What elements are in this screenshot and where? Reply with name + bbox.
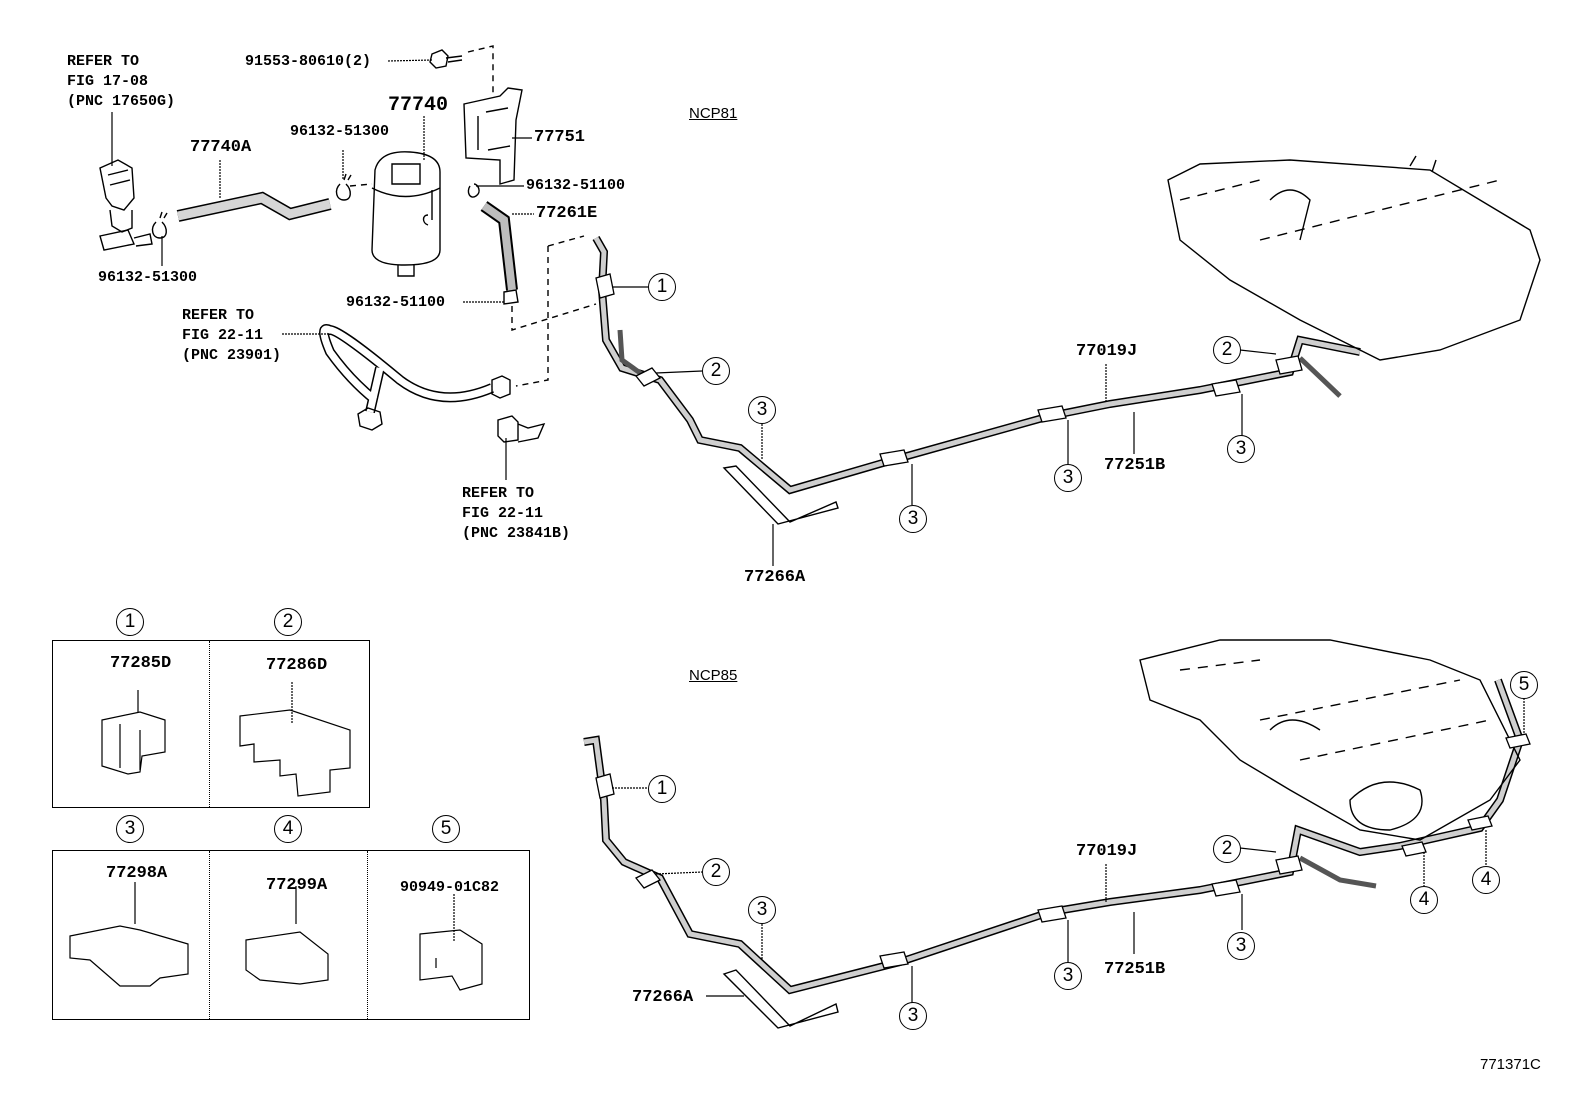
clamp-marks: [595, 273, 1531, 969]
clip-96132-51100-lower: [503, 289, 519, 305]
part-label-return-tube-ncp81[interactable]: 77251B: [1104, 456, 1166, 475]
ref-clamp-line1: REFER TO: [462, 485, 535, 502]
legend-part-4[interactable]: 77299A: [266, 876, 328, 895]
figure-id: 771371C: [1480, 1056, 1541, 1073]
part-label-clip-96132-51300-mid[interactable]: 96132-51300: [290, 123, 390, 140]
part-label-canister-hose[interactable]: 77740A: [190, 138, 252, 157]
part-label-clip-96132-51300-left[interactable]: 96132-51300: [98, 269, 198, 286]
clip-96132-51300-mid: [335, 173, 352, 201]
ref-clamp-line3: (PNC 23841B): [462, 525, 571, 542]
callout-3d-ncp81[interactable]: 3: [1227, 435, 1255, 463]
legend-part-3[interactable]: 77298A: [106, 864, 168, 883]
callout-2-ncp81[interactable]: 2: [702, 357, 730, 385]
ncp81-fuel-tank-drawing: [1167, 155, 1541, 361]
part-label-clip-96132-51100-lower[interactable]: 96132-51100: [346, 294, 446, 311]
legend-part-2[interactable]: 77286D: [266, 656, 328, 675]
callout-3d-ncp85[interactable]: 3: [1227, 932, 1255, 960]
clamp-bracket-drawing: [497, 415, 546, 443]
ref-clamp-line2: FIG 22-11: [462, 505, 544, 522]
part-label-clip-96132-51100-upper[interactable]: 96132-51100: [526, 177, 626, 194]
bolt-91553-drawing: [429, 49, 463, 69]
legend-num-3: 3: [116, 815, 144, 843]
part-label-protector-ncp81[interactable]: 77266A: [744, 568, 806, 587]
ref-vsv-line3: (PNC 17650G): [67, 93, 176, 110]
legend-part-1[interactable]: 77285D: [110, 654, 172, 673]
part-label-bolt[interactable]: 91553-80610(2): [245, 53, 372, 70]
bracket-77751-drawing: [463, 87, 523, 185]
ref-vsv-line1: REFER TO: [67, 53, 140, 70]
ncp85-protector-drawing: [722, 969, 839, 1029]
vsv-valve-drawing: [99, 159, 153, 251]
ncp85-fuel-tank-drawing: [1139, 639, 1521, 841]
part-label-bracket[interactable]: 77751: [534, 128, 586, 147]
legend-num-1: 1: [116, 608, 144, 636]
leader-lines: [111, 59, 1525, 1003]
ncp85-fuel-tube: [583, 678, 1525, 995]
part-label-canister[interactable]: 77740: [388, 94, 449, 117]
canister-77740-drawing: [371, 151, 441, 277]
variant-title-ncp81: NCP81: [689, 105, 738, 122]
part-label-return-tube-ncp85[interactable]: 77251B: [1104, 960, 1166, 979]
callout-3a-ncp81[interactable]: 3: [748, 396, 776, 424]
callout-3b-ncp85[interactable]: 3: [899, 1002, 927, 1030]
callout-2-ncp85[interactable]: 2: [702, 858, 730, 886]
legend-num-5: 5: [432, 815, 460, 843]
part-label-protector-ncp85[interactable]: 77266A: [632, 988, 694, 1007]
ncp81-protector-drawing: [722, 465, 839, 525]
callout-5-ncp85[interactable]: 5: [1510, 671, 1538, 699]
ref-inlet-line3: (PNC 23901): [182, 347, 282, 364]
legend-num-4: 4: [274, 815, 302, 843]
legend-num-2: 2: [274, 608, 302, 636]
ref-inlet-line2: FIG 22-11: [182, 327, 264, 344]
callout-3c-ncp81[interactable]: 3: [1054, 464, 1082, 492]
legend-part-5[interactable]: 90949-01C82: [400, 879, 500, 896]
callout-4b-ncp85[interactable]: 4: [1472, 866, 1500, 894]
callout-1-ncp85[interactable]: 1: [648, 775, 676, 803]
callout-3b-ncp81[interactable]: 3: [899, 505, 927, 533]
callout-3c-ncp85[interactable]: 3: [1054, 962, 1082, 990]
legend-divider: [209, 851, 210, 1019]
clip-96132-51300-left: [151, 211, 168, 239]
legend-part-sketches: [69, 709, 483, 991]
part-label-main-tube-ncp81[interactable]: 77019J: [1076, 342, 1138, 361]
variant-title-ncp85: NCP85: [689, 667, 738, 684]
callout-1-ncp81[interactable]: 1: [648, 273, 676, 301]
callout-4a-ncp85[interactable]: 4: [1410, 886, 1438, 914]
legend-box-top: [52, 640, 370, 808]
legend-divider: [367, 851, 368, 1019]
ref-inlet-line1: REFER TO: [182, 307, 255, 324]
ref-vsv-line2: FIG 17-08: [67, 73, 149, 90]
part-label-hose-77261e[interactable]: 77261E: [536, 204, 598, 223]
callout-2b-ncp85[interactable]: 2: [1213, 835, 1241, 863]
part-label-main-tube-ncp85[interactable]: 77019J: [1076, 842, 1138, 861]
legend-divider: [209, 641, 210, 807]
callout-3a-ncp85[interactable]: 3: [748, 896, 776, 924]
callout-2b-ncp81[interactable]: 2: [1213, 336, 1241, 364]
legend-box-bottom: [52, 850, 530, 1020]
